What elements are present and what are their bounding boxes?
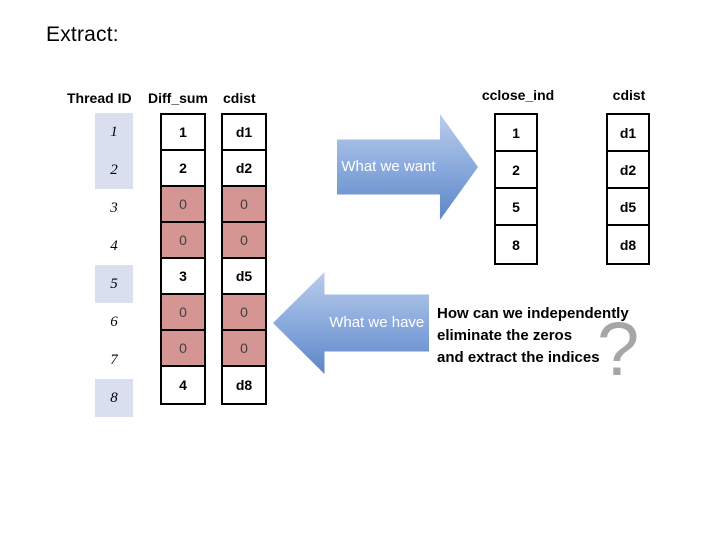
slide-title: Extract: bbox=[46, 23, 119, 46]
question-line: eliminate the zeros bbox=[437, 327, 573, 344]
cdist-cell-zero: 0 bbox=[223, 295, 265, 331]
question-line: and extract the indices bbox=[437, 349, 600, 366]
question-mark: ? bbox=[597, 307, 640, 392]
what-we-have-arrow: What we have bbox=[273, 272, 429, 374]
diff-sum-cell: 4 bbox=[162, 367, 204, 403]
header-diff-sum: Diff_sum bbox=[148, 90, 208, 106]
question-text: How can we independently eliminate the z… bbox=[437, 303, 629, 369]
diff-sum-cell-zero: 0 bbox=[162, 187, 204, 223]
what-we-want-label: What we want bbox=[341, 158, 436, 176]
cclose-ind-cell: 8 bbox=[496, 226, 536, 263]
cclose-ind-column: 1 2 5 8 bbox=[494, 113, 538, 265]
diff-sum-cell: 1 bbox=[162, 115, 204, 151]
result-cdist-cell: d2 bbox=[608, 152, 648, 189]
diff-sum-cell: 3 bbox=[162, 259, 204, 295]
header-result-cdist: cdist bbox=[612, 87, 646, 103]
thread-id-cell: 3 bbox=[110, 199, 118, 216]
header-cdist: cdist bbox=[223, 90, 256, 106]
cclose-ind-cell: 5 bbox=[496, 189, 536, 226]
diff-sum-cell: 2 bbox=[162, 151, 204, 187]
header-thread-id: Thread ID bbox=[67, 90, 132, 106]
diff-sum-cell-zero: 0 bbox=[162, 223, 204, 259]
thread-id-column: 1 2 3 4 5 6 7 8 bbox=[95, 113, 133, 417]
cdist-cell: d5 bbox=[223, 259, 265, 295]
diff-sum-column: 1 2 0 0 3 0 0 4 bbox=[160, 113, 206, 405]
what-we-have-label: What we have bbox=[329, 314, 425, 332]
question-line: How can we independently bbox=[437, 305, 629, 322]
cdist-cell-zero: 0 bbox=[223, 331, 265, 367]
result-cdist-cell: d1 bbox=[608, 115, 648, 152]
cdist-cell-zero: 0 bbox=[223, 223, 265, 259]
thread-id-cell: 7 bbox=[110, 351, 118, 368]
diff-sum-cell-zero: 0 bbox=[162, 331, 204, 367]
cdist-cell: d1 bbox=[223, 115, 265, 151]
thread-id-cell: 6 bbox=[110, 313, 118, 330]
cclose-ind-cell: 2 bbox=[496, 152, 536, 189]
cdist-cell-zero: 0 bbox=[223, 187, 265, 223]
thread-id-cell: 8 bbox=[95, 379, 133, 417]
header-cclose-ind: cclose_ind bbox=[481, 87, 555, 103]
cdist-cell: d8 bbox=[223, 367, 265, 403]
cclose-ind-cell: 1 bbox=[496, 115, 536, 152]
result-cdist-column: d1 d2 d5 d8 bbox=[606, 113, 650, 265]
result-cdist-cell: d5 bbox=[608, 189, 648, 226]
thread-id-cell: 2 bbox=[95, 151, 133, 189]
thread-id-cell: 4 bbox=[110, 237, 118, 254]
what-we-want-arrow: What we want bbox=[337, 114, 478, 220]
cdist-cell: d2 bbox=[223, 151, 265, 187]
result-cdist-cell: d8 bbox=[608, 226, 648, 263]
thread-id-cell: 1 bbox=[95, 113, 133, 151]
cdist-column: d1 d2 0 0 d5 0 0 d8 bbox=[221, 113, 267, 405]
diff-sum-cell-zero: 0 bbox=[162, 295, 204, 331]
thread-id-cell: 5 bbox=[95, 265, 133, 303]
